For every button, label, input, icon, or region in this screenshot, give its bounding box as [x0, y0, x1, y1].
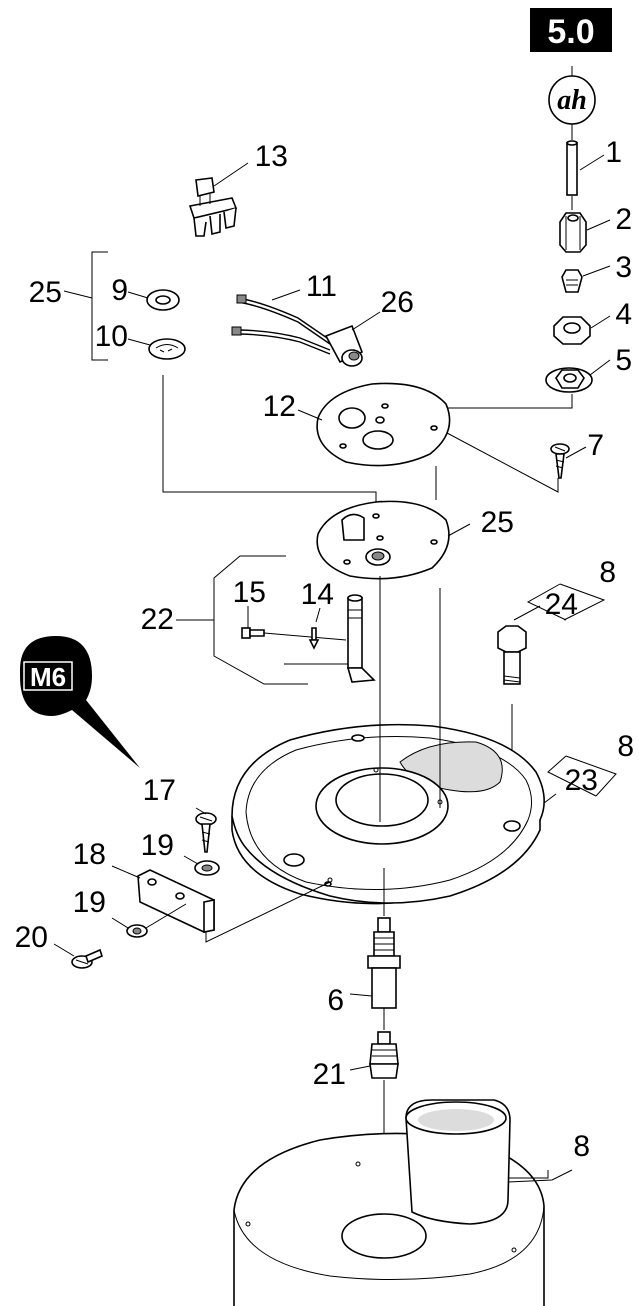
part-25-bracket-group	[63, 251, 108, 361]
part-3-fitting	[561, 265, 611, 293]
callout-9: 9	[111, 274, 128, 307]
part-19-washer-upper	[183, 855, 220, 876]
part-7-screw	[431, 424, 587, 493]
callout-labels: 1 2 3 4 5 7 13 25 9 10 11 26 12 25 8 24 …	[15, 136, 634, 1163]
callout-8-middle: 8	[617, 730, 634, 763]
part-2-hex-coupling	[559, 196, 611, 253]
part-4-hex-nut	[553, 315, 611, 345]
part-11-cable	[231, 289, 331, 355]
callout-13: 13	[255, 140, 288, 173]
callout-4: 4	[615, 298, 632, 331]
part-1-pin	[566, 140, 605, 196]
callout-24: 24	[545, 588, 578, 621]
part-25-lower-plate	[316, 500, 471, 580]
callout-1: 1	[605, 136, 622, 169]
callout-19-upper: 19	[141, 829, 174, 862]
part-22-bracket-group	[176, 555, 308, 685]
part-26-cable-gland	[324, 311, 381, 367]
callout-21: 21	[313, 1058, 346, 1091]
callout-8-upper: 8	[599, 556, 616, 589]
ah-logo-label: ah	[557, 85, 587, 116]
part-19-washer-lower	[111, 903, 187, 938]
callout-2: 2	[615, 203, 632, 236]
callout-22: 22	[141, 603, 174, 636]
part-24-bolt	[497, 605, 541, 822]
callout-26: 26	[381, 286, 414, 319]
callout-15: 15	[233, 576, 266, 609]
callout-19-lower: 19	[73, 886, 106, 919]
part-24-bracket	[526, 583, 606, 621]
part-14-pin	[308, 607, 321, 650]
callout-8-lower: 8	[573, 1130, 590, 1163]
tank-drum	[233, 1099, 573, 1306]
part-6-connector	[349, 868, 401, 1030]
main-flange-plate	[205, 576, 545, 943]
m6-size-badge: M6	[20, 636, 140, 768]
callout-10: 10	[95, 320, 128, 353]
callout-17: 17	[143, 774, 176, 807]
section-badge-label: 5.0	[547, 13, 594, 51]
part-15-screw	[241, 606, 347, 641]
part-13-terminal-block	[188, 162, 249, 237]
callout-12: 12	[263, 390, 296, 423]
callout-3: 3	[615, 251, 632, 284]
section-badge: 5.0	[530, 8, 612, 52]
part-17-screw	[195, 807, 217, 853]
part-5-lock-nut	[379, 359, 611, 418]
part-22-sensor	[284, 594, 376, 683]
callout-18: 18	[73, 838, 106, 871]
callout-5: 5	[615, 344, 632, 377]
ah-logo: ah	[548, 66, 596, 140]
part-12-mounting-plate	[297, 382, 451, 500]
callout-7: 7	[587, 429, 604, 462]
part-9-lock-washer	[127, 289, 180, 311]
m6-size-label: M6	[30, 662, 66, 692]
callout-14: 14	[301, 578, 334, 611]
callout-25-upper: 25	[29, 276, 62, 309]
callout-11: 11	[306, 270, 337, 303]
callout-6: 6	[327, 984, 344, 1017]
callout-20: 20	[15, 921, 48, 954]
part-20-screw	[53, 943, 103, 969]
callout-23: 23	[565, 764, 598, 797]
callout-25-lower: 25	[481, 506, 514, 539]
part-18-angle-bracket	[111, 865, 215, 933]
